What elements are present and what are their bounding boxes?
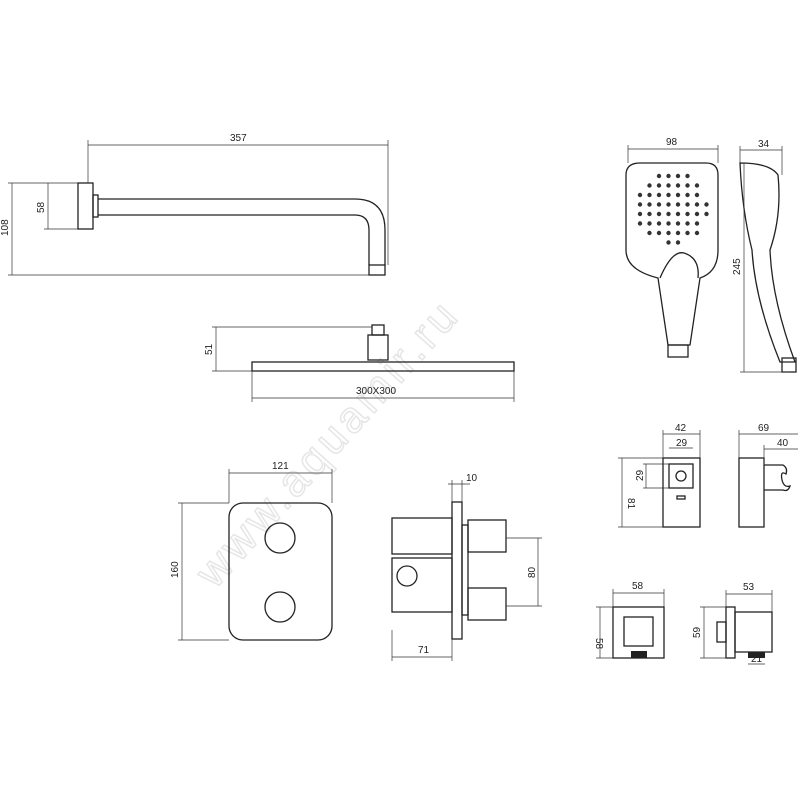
nozzle-dot [656,211,662,217]
nozzle-dot [675,240,681,245]
elbow-height-side-label: 59 [692,626,703,638]
nozzle-dot [704,211,709,217]
nozzle-dot [656,230,662,236]
elbow-outlet-label: 21 [751,654,763,665]
nozzle-dot [637,211,643,217]
nozzle-dot [647,230,652,236]
holder-height-label: 81 [625,498,636,510]
plate-height-label: 160 [170,561,181,578]
head-shower-drawing: 51 300X300 [204,324,515,402]
hand-shower-nozzles [637,173,709,245]
nozzle-dot [647,192,652,198]
thermostat-body-drawing: 10 80 71 [391,473,542,661]
head-height-label: 51 [204,343,215,355]
holder-side-drawing: 69 40 [738,423,798,528]
head-size-label: 300X300 [356,386,396,397]
nozzle-dot [685,230,690,236]
nozzle-dot [685,211,690,217]
nozzle-dot [675,183,681,188]
elbow-width-label: 58 [632,581,644,592]
nozzle-dot [675,173,681,179]
nozzle-dot [656,183,662,188]
nozzle-dot [685,183,690,188]
nozzle-dot [685,173,690,179]
thermostat-plate-drawing: 121 160 [170,461,333,641]
body-spacing-label: 80 [527,566,538,578]
nozzle-dot [666,192,671,198]
holder-width-label: 42 [675,423,687,434]
nozzle-dot [656,192,662,198]
nozzle-dot [685,221,690,226]
nozzle-dot [666,173,671,179]
arm-height-label: 108 [0,219,11,236]
shower-arm-drawing: 357 108 58 [0,133,389,276]
nozzle-dot [694,211,700,217]
hand-shower-front-drawing: 98 [625,137,719,358]
nozzle-dot [656,221,662,226]
nozzle-dot [694,192,700,198]
plate-width-label: 121 [272,461,289,472]
nozzle-dot [675,192,681,198]
elbow-front-drawing: 58 58 [593,581,665,659]
nozzle-dot [675,221,681,226]
nozzle-dot [647,221,652,226]
nozzle-dot [656,202,662,207]
body-depth-label: 71 [418,645,430,656]
nozzle-dot [666,211,671,217]
arm-length-label: 357 [230,133,247,144]
nozzle-dot [685,192,690,198]
hand-width-label: 98 [666,137,678,148]
holder-front-drawing: 42 29 29 81 [618,423,701,528]
nozzle-dot [637,202,643,207]
nozzle-dot [637,192,643,198]
nozzle-dot [647,202,652,207]
holder-hook-label: 40 [777,438,789,449]
nozzle-dot [647,211,652,217]
watermark: www.aquamir.ru [185,290,469,598]
nozzle-dot [666,202,671,207]
nozzle-dot [694,221,700,226]
holder-inner-width-label: 29 [676,438,688,449]
nozzle-dot [666,240,671,245]
elbow-depth-label: 53 [743,582,755,593]
nozzle-dot [704,202,709,207]
nozzle-dot [647,183,652,188]
nozzle-dot [694,202,700,207]
hand-length-label: 245 [732,258,743,275]
nozzle-dot [685,202,690,207]
hand-shower-side-drawing: 34 245 [732,139,797,373]
holder-inner-height-label: 29 [635,469,646,481]
nozzle-dot [666,230,671,236]
elbow-height-label: 58 [593,638,604,650]
body-plate-label: 10 [466,473,478,484]
nozzle-dot [666,183,671,188]
nozzle-dot [656,173,662,179]
hand-depth-label: 34 [758,139,770,150]
holder-depth-label: 69 [758,423,770,434]
nozzle-dot [675,211,681,217]
nozzle-dot [675,230,681,236]
elbow-side-drawing: 53 59 21 [692,582,773,665]
nozzle-dot [637,221,643,226]
arm-flange-label: 58 [36,201,47,213]
nozzle-dot [694,183,700,188]
nozzle-dot [675,202,681,207]
nozzle-dot [666,221,671,226]
nozzle-dot [694,230,700,236]
